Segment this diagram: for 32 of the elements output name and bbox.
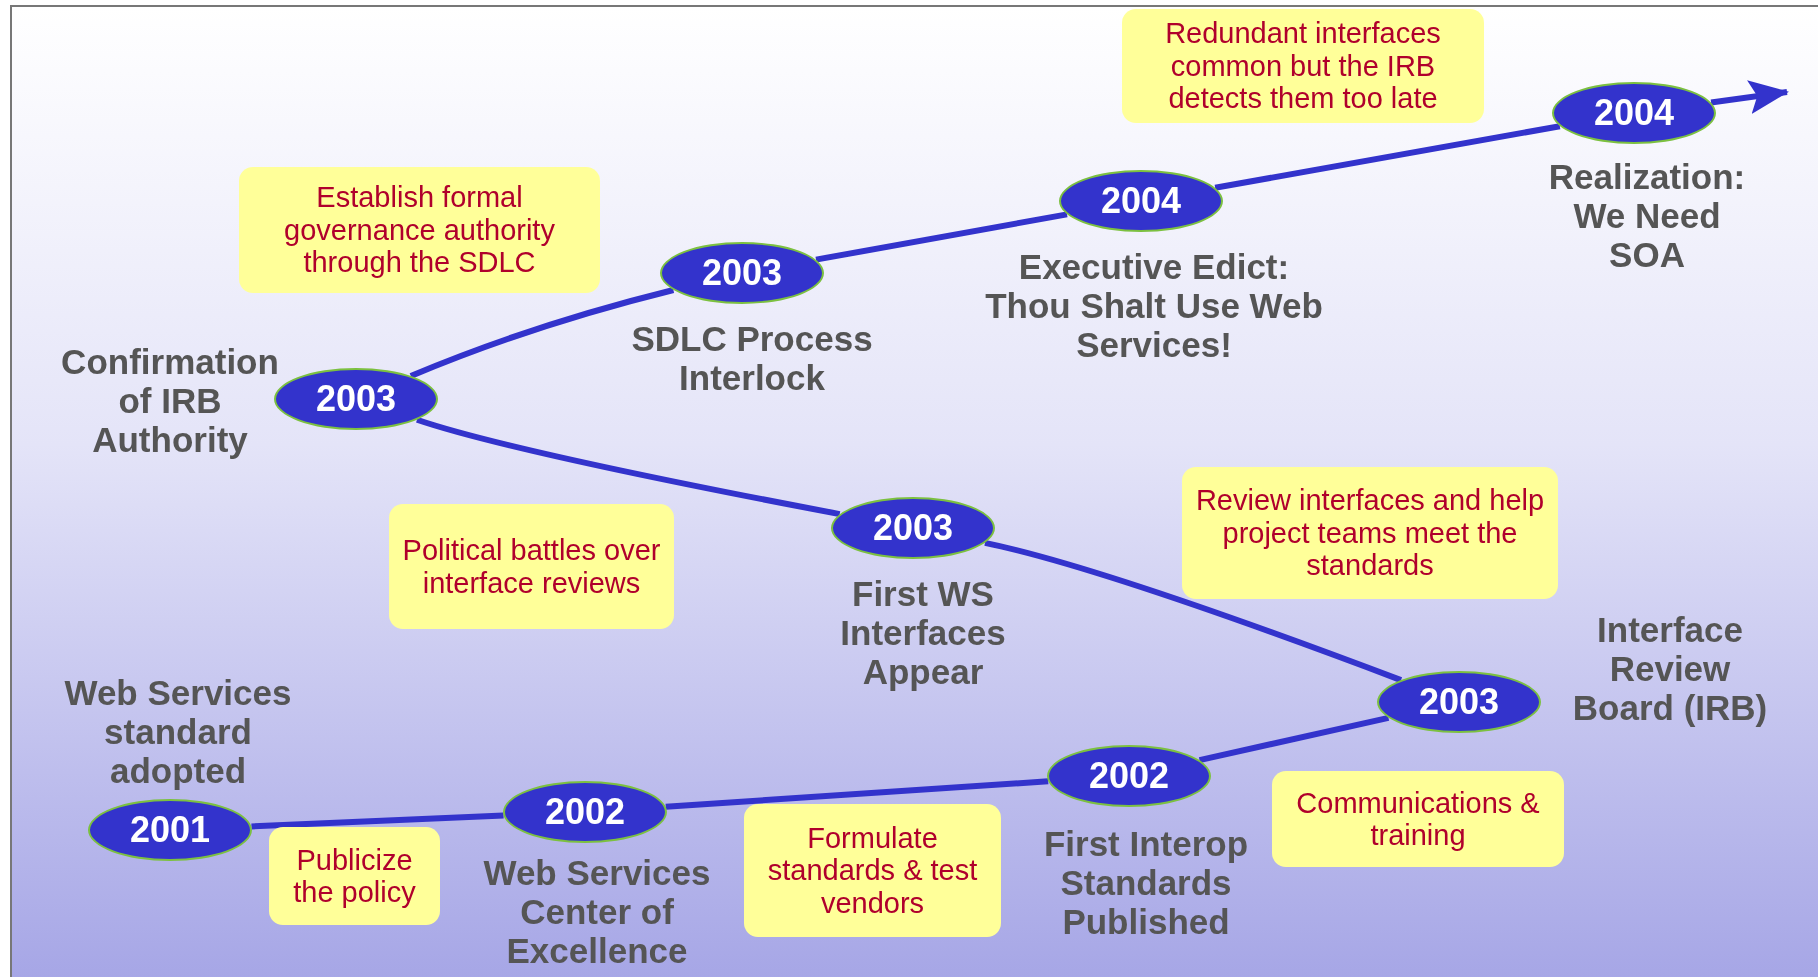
note-box: Redundant interfaces common but the IRB detects them too late [1122, 9, 1484, 123]
milestone-label: First Interop Standards Published [1042, 824, 1250, 942]
milestone-label: Web Services standard adopted [63, 673, 293, 791]
timeline-line [665, 778, 1049, 810]
year-ellipse: 2003 [831, 497, 995, 559]
year-ellipse: 2004 [1552, 82, 1716, 144]
milestone-label: Interface Review Board (IRB) [1571, 610, 1769, 728]
note-box: Review interfaces and help project teams meet the standards [1182, 467, 1558, 599]
note-box: Political battles over interface reviews [389, 504, 674, 629]
year-ellipse: 2002 [1047, 745, 1211, 807]
timeline-arrow [1710, 80, 1789, 114]
timeline-line [815, 211, 1068, 263]
timeline-line [251, 812, 504, 830]
year-ellipse: 2003 [660, 242, 824, 304]
note-box: Establish formal governance authority through the SDLC [239, 167, 600, 293]
note-box: Communications & training [1272, 771, 1564, 867]
year-ellipse: 2004 [1059, 170, 1223, 232]
year-ellipse: 2002 [503, 781, 667, 843]
timeline-line [409, 287, 675, 379]
timeline-line [1198, 714, 1390, 764]
milestone-label: SDLC Process Interlock [630, 318, 874, 398]
timeline-line [416, 416, 841, 518]
milestone-label: Web Services Center of Excellence [482, 853, 712, 971]
note-box: Publicize the policy [269, 827, 440, 925]
timeline-line [984, 539, 1403, 683]
milestone-label: Realization: We Need SOA [1547, 157, 1747, 275]
note-box: Formulate standards & test vendors [744, 804, 1001, 937]
year-ellipse: 2001 [88, 799, 252, 861]
timeline-line [1214, 123, 1561, 191]
milestone-label: Executive Edict: Thou Shalt Use Web Services! [984, 247, 1324, 365]
milestone-label: First WS Interfaces Appear [839, 574, 1007, 692]
year-ellipse: 2003 [1377, 671, 1541, 733]
